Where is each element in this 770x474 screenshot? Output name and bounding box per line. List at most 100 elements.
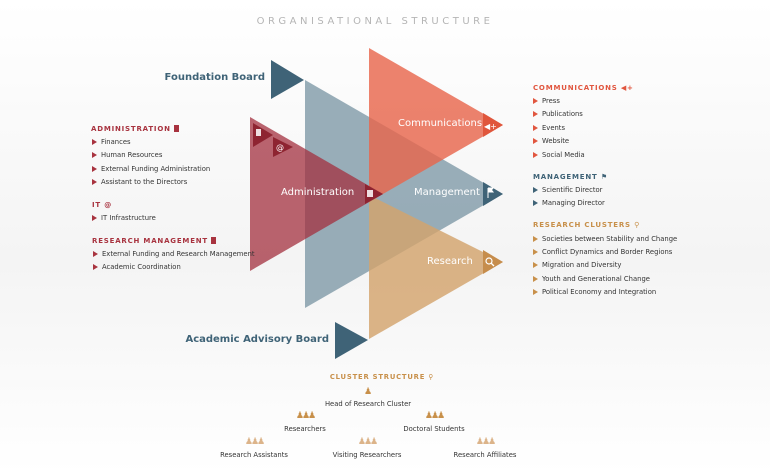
doctoral-students-label: Doctoral Students [403, 425, 465, 433]
list-item-label: Human Resources [101, 151, 163, 159]
list-item-label: Assistant to the Directors [101, 178, 188, 186]
document-icon [256, 129, 261, 136]
it-heading: IT @ [92, 201, 113, 209]
research-label: Research [427, 256, 473, 267]
bullet-icon [93, 250, 98, 257]
search-icon: ⚲ [428, 373, 435, 381]
list-item: Human Resources [92, 151, 162, 159]
bullet-icon [533, 151, 538, 158]
cluster-structure-heading: CLUSTER STRUCTURE ⚲ [330, 373, 434, 381]
list-item-label: External Funding Administration [101, 165, 211, 173]
head-of-cluster-label: Head of Research Cluster [324, 400, 412, 408]
administration-triangle [250, 117, 383, 271]
bullet-icon [533, 137, 538, 144]
list-item: Societies between Stability and Change [533, 235, 677, 243]
list-item: Assistant to the Directors [92, 178, 187, 186]
megaphone-icon: ◀+ [484, 122, 497, 131]
academic-advisory-board-label: Academic Advisory Board [185, 334, 329, 345]
list-item-label: Youth and Generational Change [542, 275, 650, 283]
list-item: Social Media [533, 151, 585, 159]
administration-heading: ADMINISTRATION [91, 125, 179, 133]
research-management-heading-text: RESEARCH MANAGEMENT [92, 237, 209, 245]
bullet-icon [533, 186, 538, 193]
admin-tip-tab [365, 184, 383, 204]
administration-label: Administration [281, 187, 355, 198]
cluster-structure-heading-text: CLUSTER STRUCTURE [329, 373, 426, 381]
list-item-label: IT Infrastructure [101, 214, 156, 222]
list-item: External Funding and Research Management [93, 250, 255, 258]
list-item: IT Infrastructure [92, 214, 156, 222]
bullet-icon [533, 199, 538, 206]
list-item: Political Economy and Integration [533, 288, 656, 296]
foundation-board-triangle [271, 60, 304, 99]
management-heading: MANAGEMENT ⚑ [533, 173, 608, 181]
list-item-label: Conflict Dynamics and Border Regions [542, 248, 673, 256]
list-item-label: Finances [101, 138, 131, 146]
list-item-label: Events [542, 124, 566, 132]
communications-label: Communications [398, 118, 483, 129]
list-item: Migration and Diversity [533, 261, 621, 269]
search-icon [485, 257, 495, 267]
bullet-icon [533, 288, 538, 295]
list-item-label: Political Economy and Integration [542, 288, 657, 296]
list-item-label: Migration and Diversity [542, 261, 622, 269]
page-title: ORGANISATIONAL STRUCTURE [256, 16, 494, 27]
list-item-label: Managing Director [542, 199, 605, 207]
at-icon: @ [276, 143, 284, 152]
research-clusters-heading-text: RESEARCH CLUSTERS [533, 221, 631, 229]
foundation-board-label: Foundation Board [164, 72, 265, 83]
research-affiliates-label: Research Affiliates [453, 451, 517, 459]
administration-heading-text: ADMINISTRATION [91, 125, 171, 133]
management-triangle [305, 80, 503, 308]
communications-heading-text: COMMUNICATIONS [533, 84, 618, 92]
list-item-label: External Funding and Research Management [102, 250, 255, 258]
list-item: Conflict Dynamics and Border Regions [533, 248, 672, 256]
bullet-icon [533, 124, 538, 131]
list-item-label: Scientific Director [542, 186, 603, 194]
list-item-label: Social Media [542, 151, 585, 159]
bullet-icon [92, 178, 97, 185]
group-icon: ♟♟♟ [424, 411, 445, 421]
group-icon: ♟♟♟ [295, 411, 316, 421]
it-tab [273, 137, 293, 157]
bullet-icon [92, 165, 97, 172]
bullet-icon [93, 263, 98, 270]
bullet-icon [533, 275, 538, 282]
list-item: Press [533, 97, 560, 105]
list-item: Events [533, 124, 565, 132]
list-item: External Funding Administration [92, 165, 210, 173]
person-icon: ♟ [363, 387, 373, 397]
research-triangle [369, 195, 503, 339]
research-clusters-heading: RESEARCH CLUSTERS ⚲ [533, 221, 640, 229]
list-item-label: Societies between Stability and Change [542, 235, 678, 243]
bullet-icon [92, 214, 97, 221]
list-item: Publications [533, 110, 583, 118]
flag-icon [487, 187, 494, 198]
list-item-label: Press [542, 97, 560, 105]
group-icon: ♟♟♟ [244, 437, 265, 447]
group-icon: ♟♟♟ [357, 437, 378, 447]
management-tip-tab [483, 182, 503, 206]
bullet-icon [533, 235, 538, 242]
bullet-icon [533, 261, 538, 268]
flag-icon: ⚑ [600, 173, 608, 181]
communications-tip-tab [483, 113, 503, 137]
communications-heading: COMMUNICATIONS ◀+ [533, 84, 634, 92]
researchers-label: Researchers [284, 425, 326, 433]
group-icon: ♟♟♟ [475, 437, 496, 447]
research-management-icon [211, 237, 217, 244]
search-icon: ⚲ [634, 221, 641, 229]
visiting-researchers-label: Visiting Researchers [332, 451, 402, 459]
research-assistants-label: Research Assistants [220, 451, 288, 459]
research-management-heading: RESEARCH MANAGEMENT [92, 237, 217, 245]
list-item: Website [533, 137, 569, 145]
management-heading-text: MANAGEMENT [533, 173, 598, 181]
academic-board-triangle [335, 322, 368, 359]
bullet-icon [533, 97, 538, 104]
list-item: Academic Coordination [93, 263, 181, 271]
research-management-icon [367, 190, 373, 197]
communications-triangle [369, 48, 503, 202]
bullet-icon [92, 151, 97, 158]
list-item-label: Academic Coordination [102, 263, 181, 271]
